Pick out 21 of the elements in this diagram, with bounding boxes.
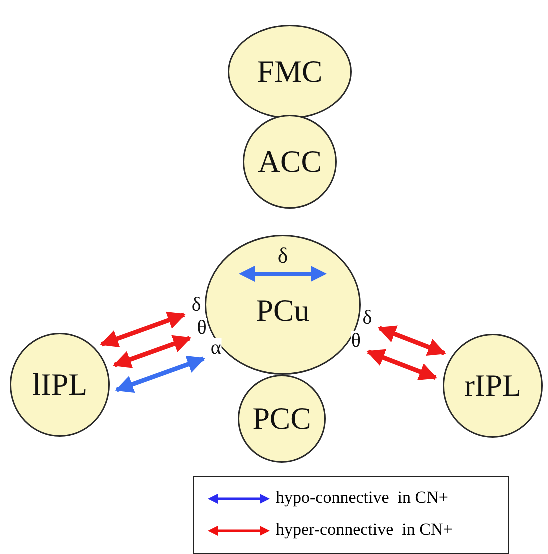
region-ellipse — [443, 334, 543, 438]
region-ellipse — [228, 25, 352, 119]
region-ellipse — [10, 333, 110, 437]
region-circle — [243, 115, 337, 209]
region-label: PCC — [252, 401, 312, 437]
edge-label: δ — [192, 294, 202, 314]
region-label: ACC — [257, 144, 323, 180]
legend-label: hyper-connective in CN+ — [276, 520, 453, 540]
band-label: δ — [276, 243, 290, 269]
region-label: lIPL — [31, 367, 89, 403]
legend-label: hypo-connective in CN+ — [276, 488, 448, 508]
region-circle — [238, 375, 326, 463]
region-label: FMC — [256, 54, 324, 90]
region-label: rIPL — [464, 368, 522, 404]
connection-arrow — [113, 335, 192, 368]
connection-arrow — [115, 356, 206, 394]
connection-arrow — [100, 312, 186, 348]
region-ellipse — [205, 235, 361, 375]
connection-arrow — [366, 349, 438, 380]
region-label: PCu — [255, 293, 311, 329]
connection-arrow — [378, 326, 446, 356]
